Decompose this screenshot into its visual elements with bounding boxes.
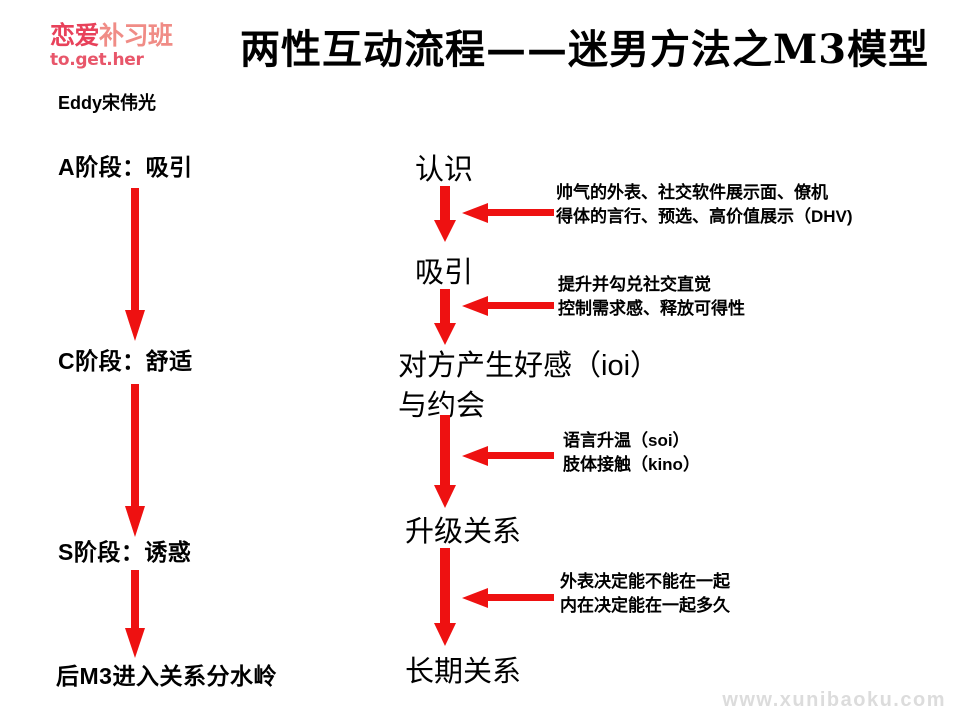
annotation-2-line-1: 提升并勾兑社交直觉 [558, 275, 711, 294]
annotation-arrow-4 [462, 588, 554, 608]
brand-logo: 恋爱补习班 to.get.her [50, 22, 210, 82]
stage-label-post-m3: 后M3进入关系分水岭 [56, 663, 277, 689]
annotation-seduction: 语言升温（soi） 肢体接触（kino） [563, 429, 700, 477]
stage-arrow-s-to-m3 [124, 570, 146, 660]
annotation-1-line-2: 得体的言行、预选、高价值展示（DHV) [556, 207, 853, 226]
flow-node-acquaintance: 认识 [415, 154, 474, 186]
flow-arrow-4 [434, 548, 456, 648]
brand-logo-chinese-part1: 恋爱 [50, 22, 100, 50]
stage-label-a: A阶段：吸引 [58, 154, 193, 180]
stage-label-c: C阶段：舒适 [58, 348, 193, 374]
annotation-3-line-1: 语言升温（soi） [563, 431, 690, 450]
author-name: Eddy宋伟光 [58, 93, 157, 113]
annotation-4-line-1: 外表决定能不能在一起 [560, 572, 730, 591]
annotation-long-term: 外表决定能不能在一起内在决定能在一起多久 [560, 570, 730, 618]
stage-arrow-a-to-c [124, 188, 146, 343]
annotation-attraction: 帅气的外表、社交软件展示面、僚机得体的言行、预选、高价值展示（DHV) [556, 181, 853, 229]
annotation-1-line-1: 帅气的外表、社交软件展示面、僚机 [556, 183, 828, 202]
annotation-arrow-3 [462, 446, 554, 466]
annotation-arrow-2 [462, 296, 554, 316]
annotation-comfort: 提升并勾兑社交直觉控制需求感、释放可得性 [558, 273, 745, 321]
annotation-3-line-2: 肢体接触（kino） [563, 455, 700, 474]
annotation-arrow-1 [462, 203, 554, 223]
watermark: www.xunibaoku.com [722, 689, 946, 711]
brand-logo-english: to.get.her [50, 50, 144, 70]
annotation-2-line-2: 控制需求感、释放可得性 [558, 299, 745, 318]
flow-arrow-1 [434, 186, 456, 244]
flow-node-ioi: 对方产生好感（ioi） [398, 350, 660, 382]
stage-label-s: S阶段：诱惑 [58, 539, 192, 565]
flow-arrow-3 [434, 415, 456, 510]
flow-node-escalation: 升级关系 [405, 516, 522, 548]
flow-node-long-term: 长期关系 [405, 656, 522, 688]
flow-arrow-2 [434, 289, 456, 347]
page-title: 两性互动流程——迷男方法之M3模型 [240, 26, 930, 73]
stage-arrow-c-to-s [124, 384, 146, 539]
flow-node-attraction: 吸引 [415, 257, 474, 289]
brand-logo-chinese-part2: 补习班 [99, 22, 173, 50]
annotation-4-line-2: 内在决定能在一起多久 [560, 596, 730, 615]
brand-logo-chinese: 恋爱补习班 [50, 22, 210, 50]
